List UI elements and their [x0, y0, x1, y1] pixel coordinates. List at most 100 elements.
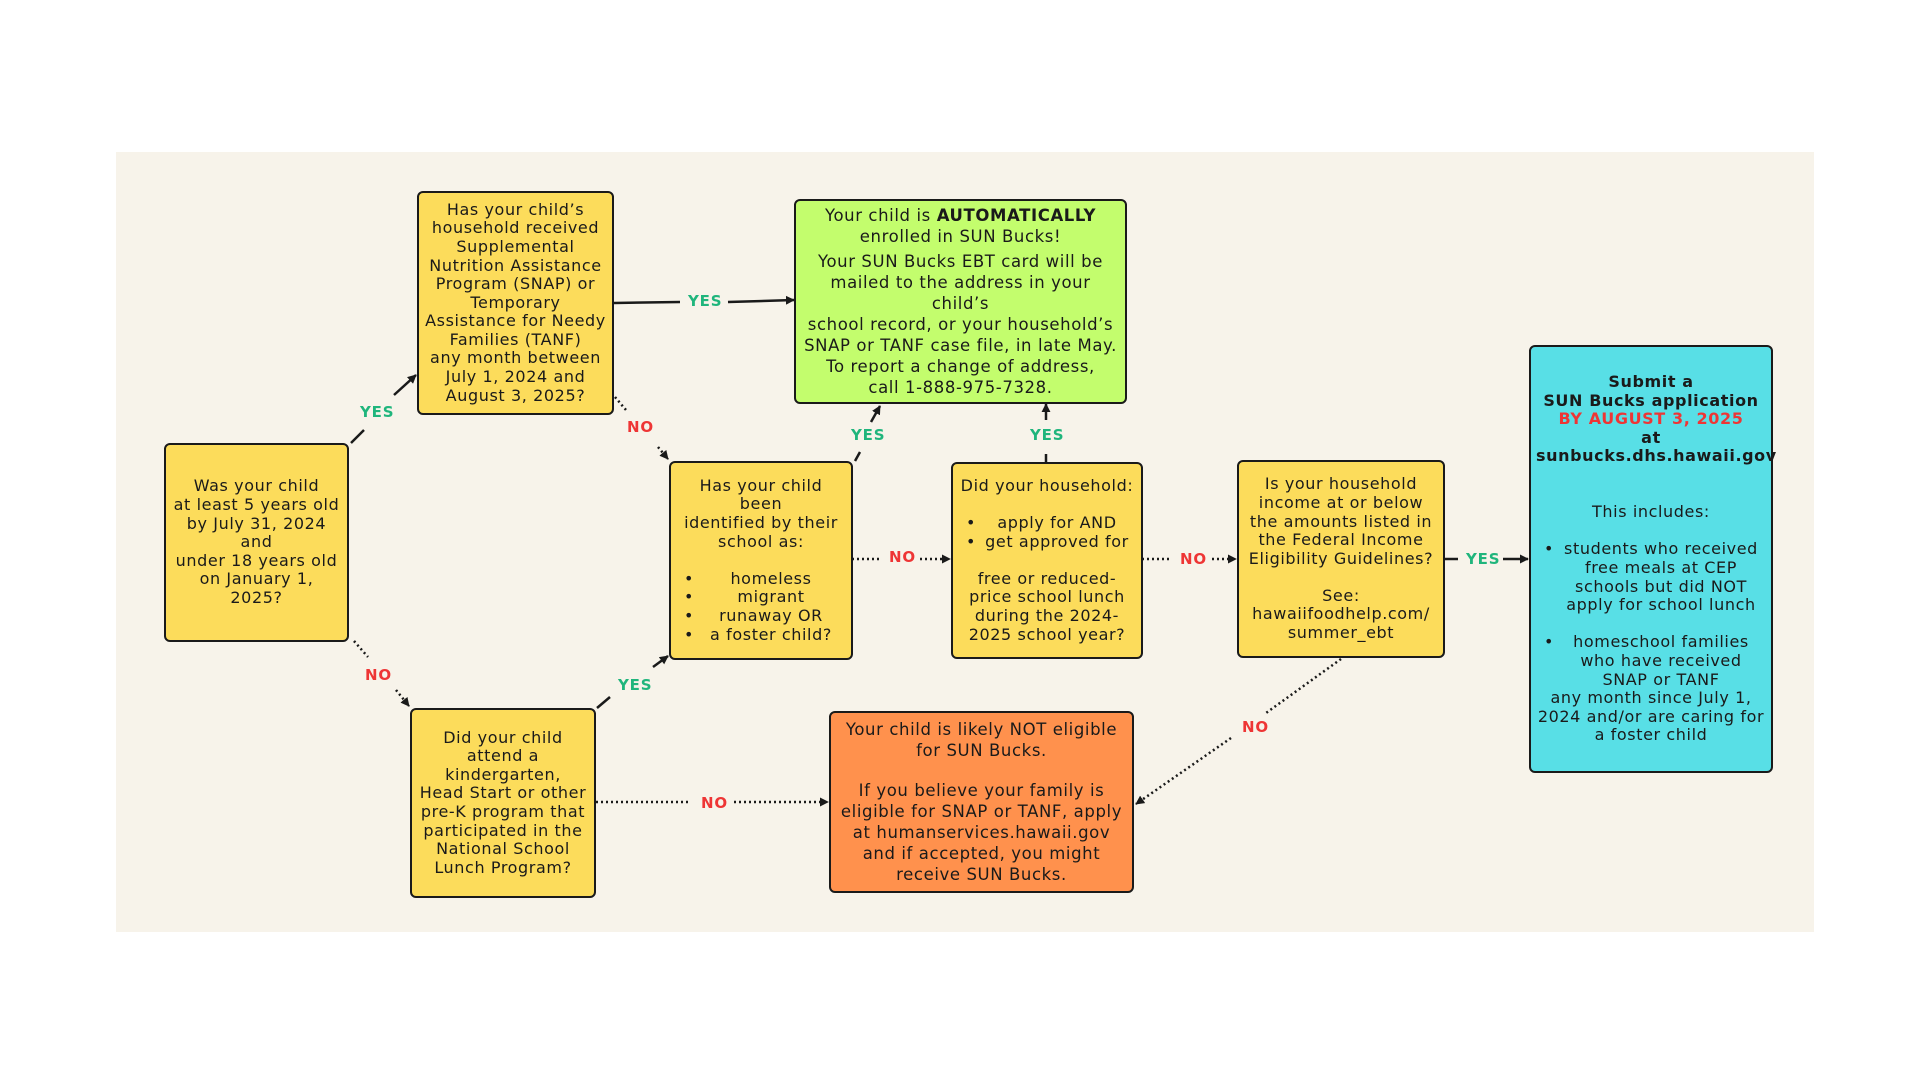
edge-snap-to-auto-arrow [727, 295, 795, 305]
income-see-label: See: [1322, 585, 1360, 605]
income-link: summer_ebt [1287, 623, 1395, 643]
edge-age-to-snap-arrow [393, 374, 417, 396]
edge-prek-to-identified [596, 696, 611, 709]
auto-body: SNAP or TANF case file, in late May. [804, 336, 1117, 355]
prek-line: Lunch Program? [434, 857, 572, 877]
edge-label-prek-identified: YES [616, 676, 655, 694]
result-apply-node: Submit a SUN Bucks application BY AUGUST… [1529, 345, 1776, 773]
snap-line: Has your child’s [446, 199, 585, 219]
edge-label-income-not: NO [1240, 718, 1271, 736]
meals-item: apply for AND [958, 513, 1136, 533]
not-body: If you believe your family is [858, 780, 1105, 800]
apply-item-line: free meals at CEP [1584, 558, 1738, 577]
identified-intro: Has your child been [699, 475, 823, 514]
auto-emphasis: AUTOMATICALLY [936, 206, 1097, 225]
edge-age-to-snap [350, 429, 365, 444]
meals-outro: price school lunch [969, 587, 1125, 607]
not-body: and if accepted, you might [862, 843, 1101, 863]
prek-line: National School [436, 839, 570, 859]
income-link: hawaiifoodhelp.com/ [1252, 604, 1430, 624]
question-identified-node: Has your child been identified by their … [669, 461, 853, 660]
apply-item-line: students who received [1564, 539, 1758, 559]
age-line: by July 31, 2024 and [186, 513, 327, 552]
question-snap-tanf-node: Has your child’s household received Supp… [417, 191, 614, 415]
apply-item-line: schools but did NOT [1575, 576, 1747, 596]
snap-line: August 3, 2025? [445, 385, 586, 405]
meals-outro: during the 2024- [974, 605, 1120, 625]
edge-label-identified-meals: NO [887, 548, 918, 566]
apply-item-line: homeschool families [1573, 632, 1749, 652]
question-prek-node: Did your child attend a kindergarten, He… [410, 708, 596, 898]
income-line: Is your household [1264, 474, 1418, 494]
edge-label-age-snap: YES [358, 403, 397, 421]
apply-item-line: a foster child [1594, 725, 1708, 745]
snap-line: any month between [430, 348, 601, 368]
prek-line: Did your child [443, 727, 563, 747]
meals-outro: 2025 school year? [968, 624, 1126, 644]
edge-income-to-not [1265, 657, 1342, 715]
snap-line: Families (TANF) [449, 329, 582, 349]
snap-line: household received [431, 218, 600, 238]
apply-item-line: SNAP or TANF [1602, 669, 1720, 689]
not-body: eligible for SNAP or TANF, apply [840, 801, 1123, 821]
age-line: Was your child [193, 476, 320, 496]
apply-item-line: any month since July 1, [1550, 688, 1752, 708]
apply-item-cep: students who received free meals at CEP … [1536, 540, 1766, 614]
not-body: receive SUN Bucks. [896, 864, 1067, 884]
edge-snap-to-identified [614, 396, 627, 411]
snap-line: Assistance for Needy [425, 311, 606, 331]
age-line: on January 1, 2025? [199, 569, 314, 607]
prek-line: participated in the [423, 820, 583, 840]
prek-line: pre-K program that [420, 802, 586, 821]
income-line: income at or below [1258, 492, 1424, 512]
edge-income-to-not-arrow [1135, 736, 1232, 806]
snap-line: Supplemental [456, 236, 575, 256]
identified-intro: identified by their [684, 513, 838, 533]
prek-line: kindergarten, [445, 764, 561, 784]
auto-line1: Your child is AUTOMATICALLY [801, 205, 1120, 226]
edge-label-identified-auto: YES [849, 426, 888, 444]
apply-item-line: 2024 and/or are caring for [1537, 706, 1765, 726]
snap-line: Temporary [470, 292, 561, 312]
apply-list: homeschool families who have received SN… [1536, 633, 1766, 689]
question-income-node: Is your household income at or below the… [1237, 460, 1445, 658]
identified-item: homeless [676, 569, 846, 589]
edge-snap-to-auto [613, 300, 681, 305]
income-line: the amounts listed in [1249, 511, 1433, 531]
edge-label-snap-auto: YES [686, 292, 725, 310]
apply-at: at [1641, 427, 1661, 447]
identified-intro: school as: [718, 531, 804, 551]
edge-label-age-prek: NO [363, 666, 394, 684]
income-line: Eligibility Guidelines? [1248, 548, 1434, 568]
result-auto-enrolled-node: Your child is AUTOMATICALLY enrolled in … [794, 199, 1127, 404]
apply-deadline: BY AUGUST 3, 2025 [1558, 409, 1744, 429]
identified-list: homeless migrant runaway OR a foster chi… [676, 569, 846, 644]
meals-item: get approved for [958, 532, 1136, 552]
age-line: under 18 years old [175, 550, 338, 570]
auto-prefix: Your child is [824, 206, 937, 225]
edge-prek-to-identified-arrow [652, 654, 669, 669]
meals-outro: free or reduced- [977, 568, 1117, 588]
apply-item-line: who have received [1580, 650, 1742, 670]
snap-line: July 1, 2024 and [445, 367, 586, 387]
edge-label-income-apply: YES [1464, 550, 1503, 568]
age-line: at least 5 years old [173, 495, 340, 515]
edge-label-prek-not: NO [699, 794, 730, 812]
auto-line2: enrolled in SUN Bucks! [859, 227, 1062, 246]
auto-body: call 1-888-975-7328. [868, 378, 1053, 397]
apply-title: SUN Bucks application [1543, 390, 1759, 410]
edge-label-meals-income: NO [1178, 550, 1209, 568]
income-line: the Federal Income [1258, 530, 1424, 550]
prek-line: attend a [466, 746, 540, 766]
meals-intro: Did your household: [960, 475, 1134, 495]
not-head: for SUN Bucks. [916, 741, 1047, 761]
auto-body: Your SUN Bucks EBT card will be [817, 252, 1104, 271]
identified-item: migrant [676, 588, 846, 607]
meals-list: apply for AND get approved for [958, 513, 1136, 552]
apply-includes: This includes: [1592, 502, 1710, 522]
result-not-eligible-node: Your child is likely NOT eligible for SU… [829, 711, 1134, 893]
edge-identified-to-auto-arrow [869, 405, 882, 423]
prek-line: Head Start or other [419, 783, 587, 803]
auto-body: mailed to the address in your child’s [830, 273, 1091, 313]
